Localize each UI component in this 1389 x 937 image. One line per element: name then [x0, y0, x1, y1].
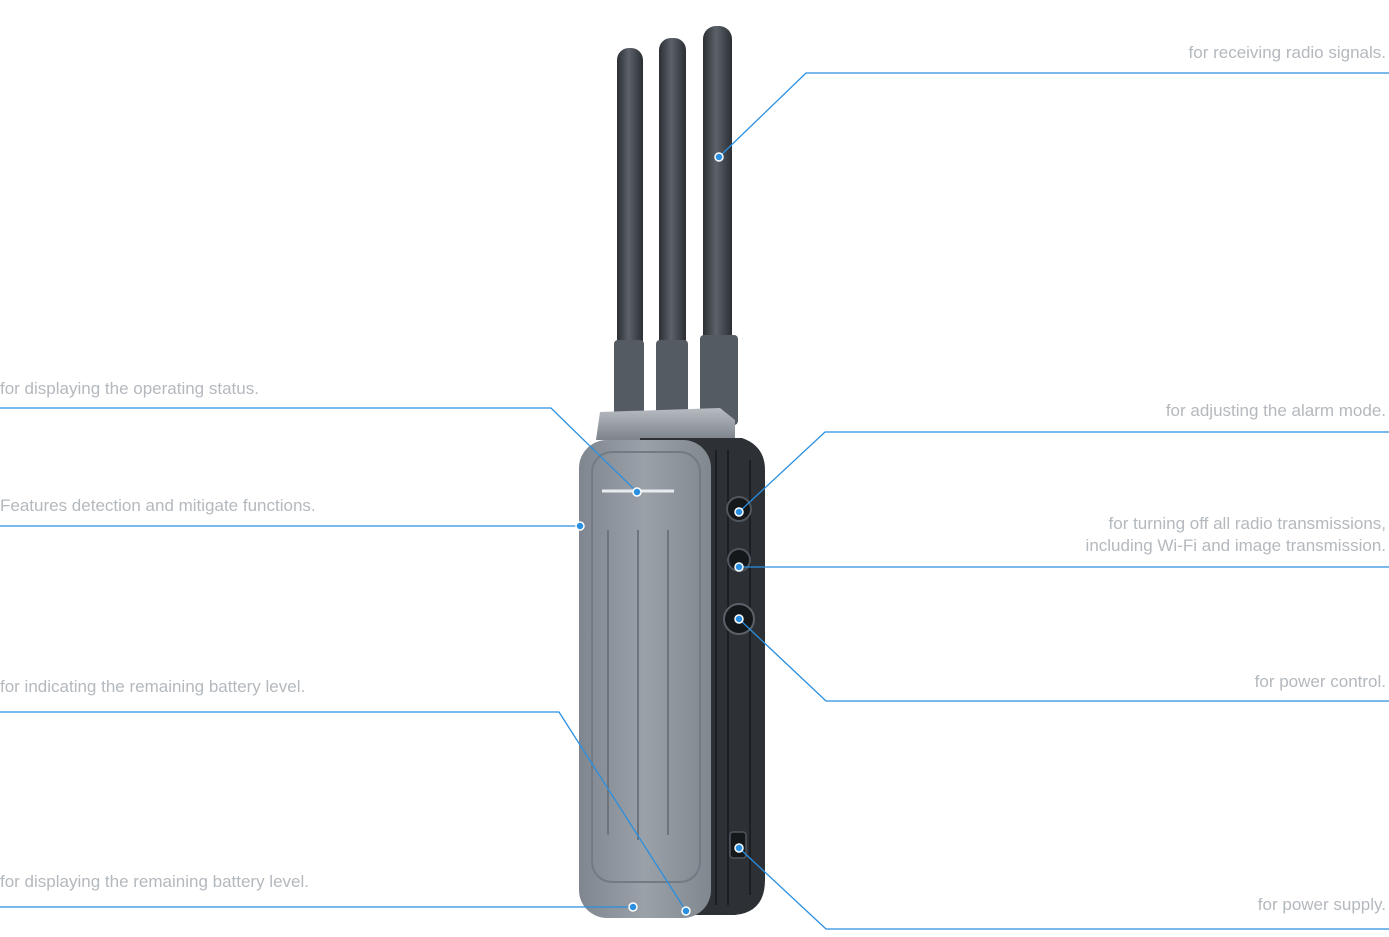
leader-alarm: [738, 431, 1389, 513]
marker-power-button: [734, 614, 744, 624]
marker-function: [575, 521, 585, 531]
antenna-middle: [656, 38, 688, 420]
marker-status: [632, 487, 642, 497]
status-caption: for displaying the operating status.: [0, 379, 259, 398]
device-front: [579, 440, 711, 918]
marker-alarm: [734, 507, 744, 517]
marker-power-port: [734, 843, 744, 853]
radio-off-caption-line2: including Wi-Fi and image transmission.: [1085, 536, 1386, 555]
leader-status: [0, 407, 638, 493]
function-caption: Features detection and mitigate function…: [0, 496, 316, 515]
battery-display-caption: for displaying the remaining battery lev…: [0, 872, 309, 891]
leader-power-port: [738, 847, 1389, 930]
leader-battery-indicator: [0, 711, 687, 912]
leader-antenna: [718, 72, 1389, 158]
marker-antenna: [714, 152, 724, 162]
power-port-caption: for power supply.: [1257, 895, 1386, 914]
radio-off-caption-line1: for turning off all radio transmissions,: [1108, 514, 1386, 533]
antenna-right: [700, 26, 738, 425]
marker-battery-indicator: [681, 906, 691, 916]
marker-battery-display: [628, 902, 638, 912]
top-cap: [596, 408, 735, 440]
alarm-caption: for adjusting the alarm mode.: [1165, 401, 1386, 420]
power-button-caption: for power control.: [1254, 672, 1386, 691]
antenna-left: [614, 48, 644, 420]
leader-power-button: [738, 618, 1389, 702]
battery-indicator-caption: for indicating the remaining battery lev…: [0, 677, 306, 696]
marker-radio-off: [734, 562, 744, 572]
antenna-caption: for receiving radio signals.: [1188, 43, 1386, 62]
